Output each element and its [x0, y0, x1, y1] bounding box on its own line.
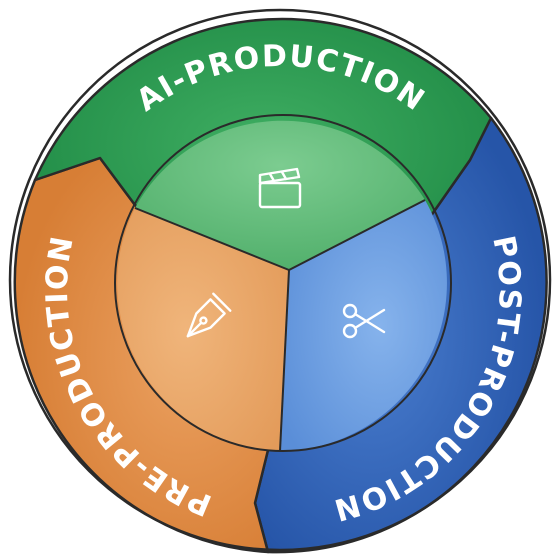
scissors-icon: [342, 303, 386, 339]
clapperboard-icon: [258, 167, 302, 209]
fountain-pen-icon: [186, 292, 232, 338]
segment-inner-ai-production: [135, 120, 425, 271]
segment-inner-post-production: [280, 200, 447, 451]
